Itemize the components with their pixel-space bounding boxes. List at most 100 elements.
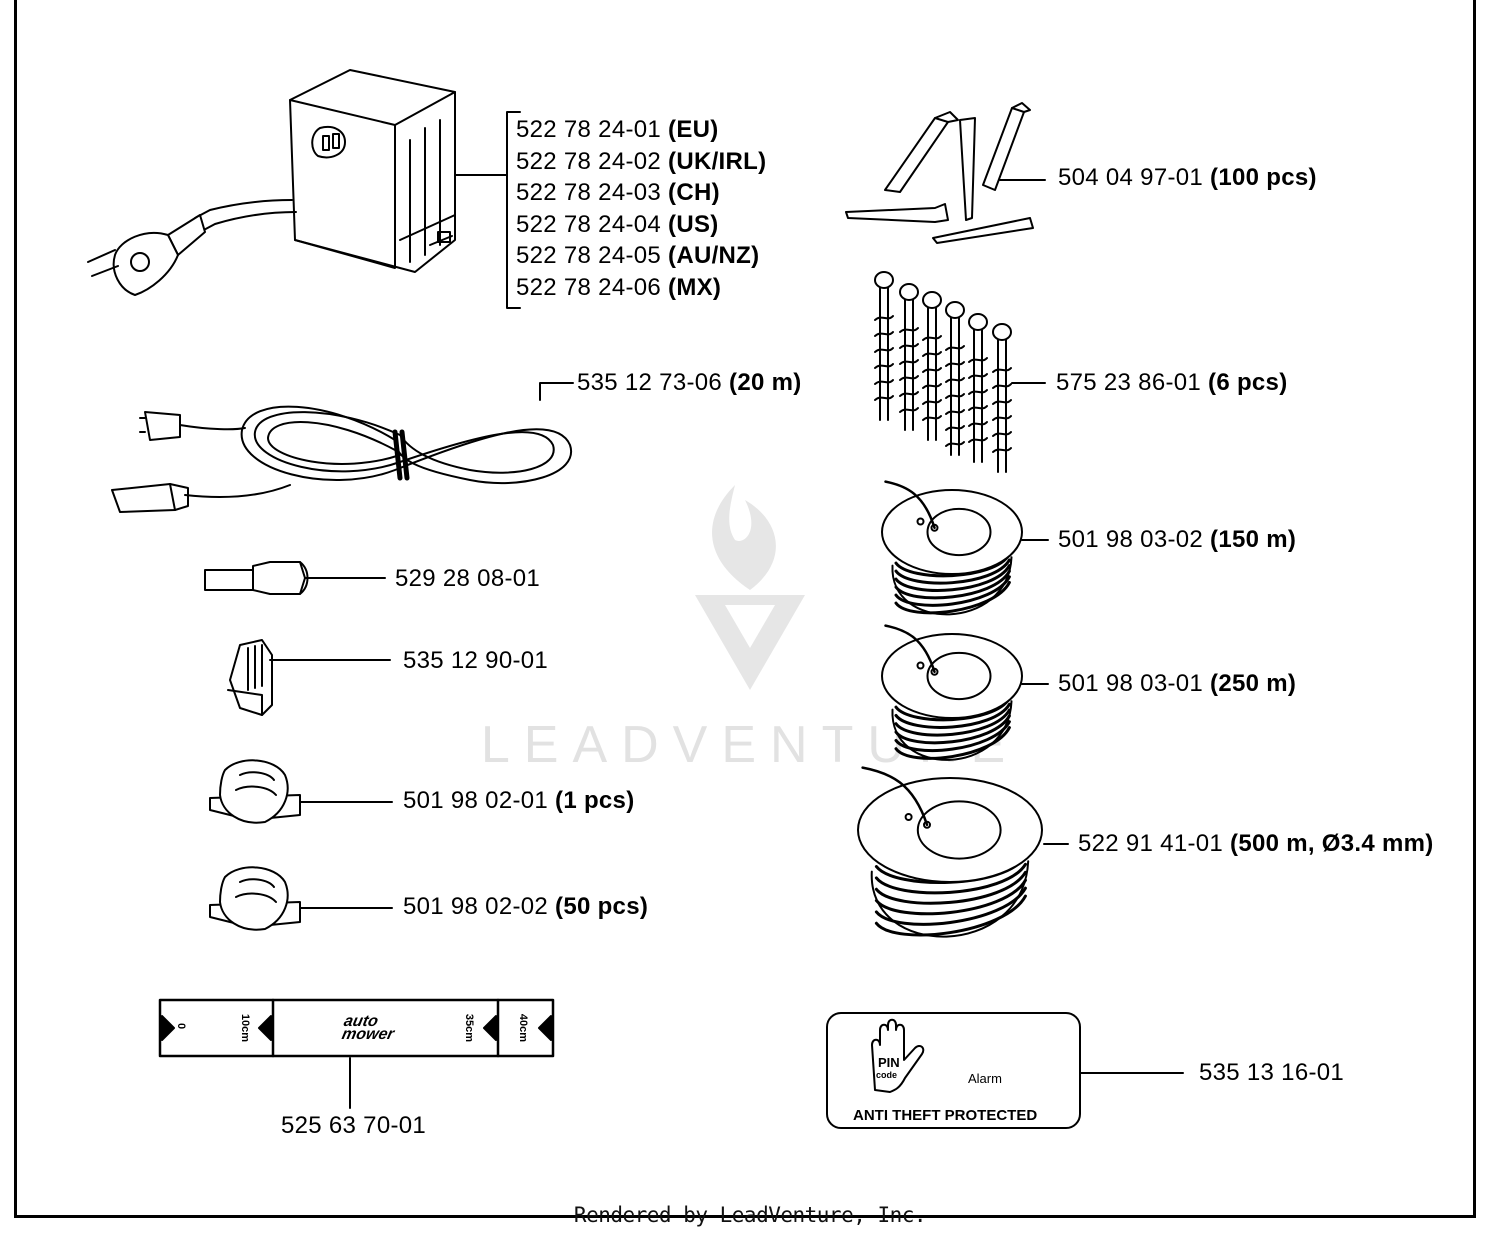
spool-150-icon bbox=[881, 480, 1023, 616]
part-spec: (6 pcs) bbox=[1208, 369, 1288, 396]
spool-hub bbox=[926, 507, 992, 557]
decal-alarm-text: Alarm bbox=[968, 1071, 1002, 1086]
screw-head bbox=[945, 301, 965, 319]
connector-icon bbox=[204, 561, 309, 595]
gauge-35cm-mark: 35cm bbox=[463, 1013, 476, 1043]
power-supply-icon bbox=[87, 69, 456, 296]
decal-protected-text: ANTI THEFT PROTECTED bbox=[853, 1107, 1038, 1124]
power-supply-bracket bbox=[454, 111, 521, 309]
screw-thread bbox=[922, 335, 942, 421]
spool-150-part-label: 501 98 03-02 (150 m) bbox=[1058, 526, 1296, 554]
part-spec: (AU/NZ) bbox=[668, 242, 760, 270]
coupler-1-icon bbox=[209, 759, 301, 824]
spool-flange-front bbox=[881, 633, 1023, 719]
part-number: 501 98 02-01 bbox=[403, 787, 549, 814]
gauge-brand-bottom: mower bbox=[340, 1026, 396, 1043]
connector-part-label: 529 28 08-01 bbox=[395, 565, 540, 593]
part-spec: (US) bbox=[668, 210, 719, 238]
screw-thread bbox=[874, 315, 894, 401]
part-number: 529 28 08-01 bbox=[395, 565, 541, 592]
gauge-40cm-mark: 40cm bbox=[517, 1013, 530, 1043]
screw-head bbox=[992, 323, 1012, 341]
coupler-50-icon bbox=[209, 866, 301, 931]
spool-wire-end bbox=[884, 624, 936, 674]
spool-wire-windings bbox=[894, 552, 1011, 615]
part-label-ch: 522 78 24-03 (CH) bbox=[516, 177, 766, 209]
part-spec: (250 m) bbox=[1210, 670, 1297, 697]
part-number: 501 98 02-02 bbox=[403, 893, 549, 920]
part-number: 522 78 24-05 bbox=[516, 242, 662, 270]
cable-leader bbox=[539, 382, 574, 401]
anti-theft-decal-icon bbox=[826, 1012, 1081, 1129]
spool-hub bbox=[926, 651, 992, 701]
spool-hole bbox=[916, 661, 925, 670]
part-label-aunz: 522 78 24-05 (AU/NZ) bbox=[516, 240, 766, 272]
spool-flange-front bbox=[881, 489, 1023, 575]
spool-250-part-label: 501 98 03-01 (250 m) bbox=[1058, 670, 1296, 698]
pegs-part-label: 504 04 97-01 (100 pcs) bbox=[1058, 164, 1317, 192]
decal-pin-text: PIN bbox=[878, 1055, 900, 1070]
part-spec: (50 pcs) bbox=[555, 893, 649, 920]
part-number: 522 78 24-04 bbox=[516, 210, 662, 238]
watermark-logo bbox=[695, 485, 805, 690]
spool-250-icon bbox=[881, 624, 1023, 761]
part-spec: (100 pcs) bbox=[1210, 164, 1317, 191]
part-label-uk: 522 78 24-02 (UK/IRL) bbox=[516, 146, 766, 178]
part-spec: (CH) bbox=[668, 179, 720, 207]
spool-500-part-label: 522 91 41-01 (500 m, Ø3.4 mm) bbox=[1078, 830, 1434, 858]
screws-icon bbox=[874, 271, 1012, 473]
part-number: 522 78 24-03 bbox=[516, 179, 662, 207]
coupler-1-part-label: 501 98 02-01 (1 pcs) bbox=[403, 787, 635, 815]
coupler-50-part-label: 501 98 02-02 (50 pcs) bbox=[403, 893, 648, 921]
part-label-eu: 522 78 24-01 (EU) bbox=[516, 114, 766, 146]
part-spec: (500 m, Ø3.4 mm) bbox=[1230, 830, 1434, 857]
screw-head bbox=[968, 313, 988, 331]
part-number: 522 78 24-02 bbox=[516, 147, 662, 175]
screws-part-label: 575 23 86-01 (6 pcs) bbox=[1056, 369, 1288, 397]
spool-flange-front bbox=[857, 777, 1043, 883]
gauge-10cm-mark: 10cm bbox=[239, 1013, 252, 1043]
gauge-zero-mark: 0 bbox=[175, 1022, 188, 1030]
part-number: 522 78 24-06 bbox=[516, 273, 662, 301]
spool-hole bbox=[904, 813, 913, 821]
part-label-us: 522 78 24-04 (US) bbox=[516, 209, 766, 241]
cable-part-label: 535 12 73-06 (20 m) bbox=[577, 369, 802, 397]
measuring-gauge-icon bbox=[158, 998, 555, 1058]
spool-500-icon bbox=[857, 766, 1043, 938]
screw-thread bbox=[899, 327, 919, 413]
screw-thread bbox=[992, 367, 1012, 453]
part-number: 522 78 24-01 bbox=[516, 116, 662, 143]
clip-connector-part-label: 535 12 90-01 bbox=[403, 647, 548, 675]
gauge-part-label: 525 63 70-01 bbox=[281, 1112, 426, 1140]
power-supply-part-list: 522 78 24-01 (EU) 522 78 24-02 (UK/IRL) … bbox=[516, 114, 766, 304]
screw-head bbox=[922, 291, 942, 309]
decal-code-text: code bbox=[876, 1070, 898, 1080]
diagram-frame bbox=[14, 0, 1476, 1218]
screw-thread bbox=[945, 345, 965, 447]
spool-wire-end bbox=[861, 766, 929, 827]
part-spec: (150 m) bbox=[1210, 526, 1297, 553]
part-number: 522 91 41-01 bbox=[1078, 830, 1224, 857]
part-number: 575 23 86-01 bbox=[1056, 369, 1202, 396]
part-spec: (UK/IRL) bbox=[668, 147, 767, 175]
clip-connector-icon bbox=[227, 639, 273, 716]
low-voltage-cable-icon bbox=[111, 405, 573, 513]
part-spec: (MX) bbox=[668, 273, 722, 301]
spool-wire-windings bbox=[894, 696, 1011, 760]
part-number: 501 98 03-01 bbox=[1058, 670, 1204, 697]
part-number: 504 04 97-01 bbox=[1058, 164, 1204, 191]
part-spec: (1 pcs) bbox=[555, 787, 635, 814]
part-number: 535 12 73-06 bbox=[577, 369, 723, 396]
footer-credit: Rendered by LeadVenture, Inc. bbox=[573, 1203, 927, 1227]
spool-wire-end bbox=[884, 480, 936, 530]
part-number: 535 12 90-01 bbox=[403, 647, 549, 674]
screw-head bbox=[874, 271, 894, 289]
decal-part-label: 535 13 16-01 bbox=[1199, 1059, 1344, 1087]
part-number: 501 98 03-02 bbox=[1058, 526, 1204, 553]
part-number: 525 63 70-01 bbox=[281, 1112, 427, 1139]
spool-hub bbox=[916, 800, 1002, 860]
screw-head bbox=[899, 283, 919, 301]
spool-hole bbox=[916, 517, 925, 526]
screw-thread bbox=[968, 357, 988, 443]
